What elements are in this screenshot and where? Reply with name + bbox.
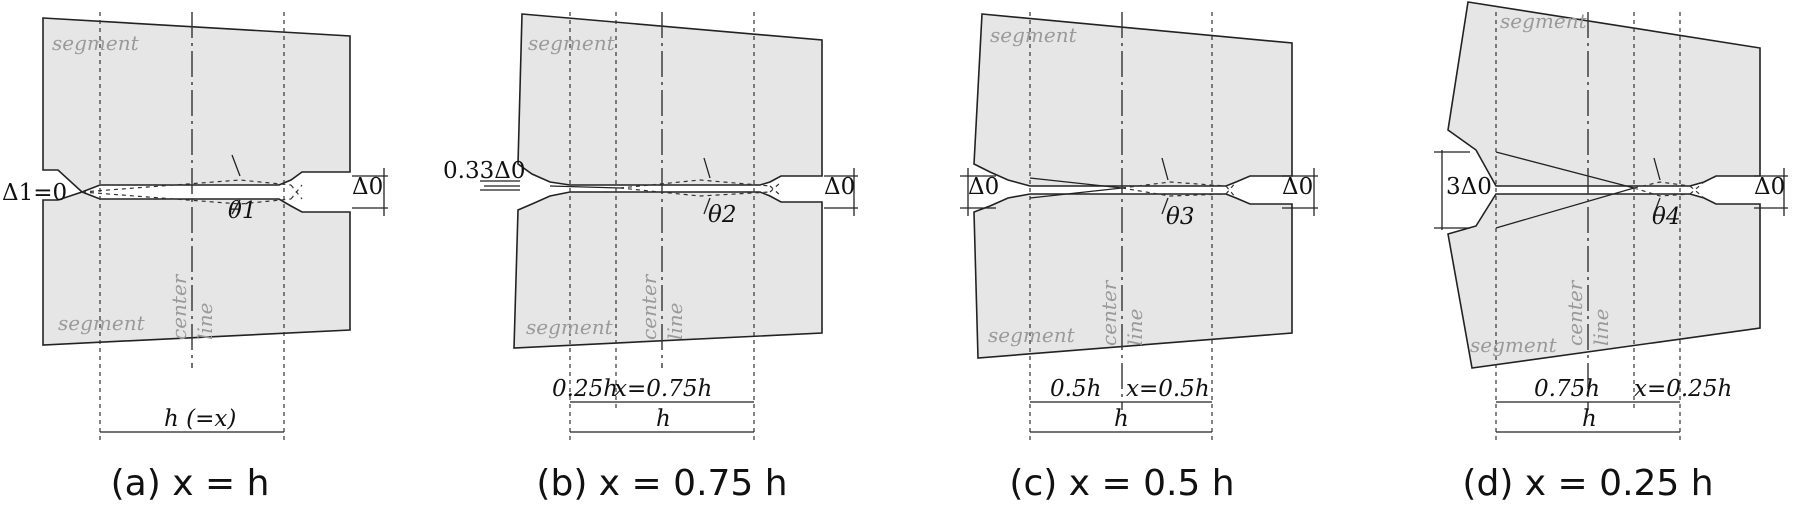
label-left-opening: 3Δ0 [1446,174,1492,200]
label-dim-right: x=0.25h [1634,376,1732,402]
lower-segment [513,191,823,349]
label-left-opening: 0.33Δ0 [443,158,525,184]
label-segment-top: segment [990,23,1078,47]
right-opening-marks [352,168,388,216]
right-opening-marks [1754,168,1788,216]
crack-tip-lines [1495,151,1635,229]
label-segment-bottom: segment [988,323,1076,347]
caption-a: (a) x = h [110,463,270,504]
crack-lines [1121,181,1237,199]
crack-tip-line [549,185,621,189]
label-dim-total: h [1114,406,1129,432]
label-segment-bottom: segment [1470,333,1558,357]
upper-segment [42,17,351,193]
upper-segment [1447,1,1761,187]
label-center: center [1097,279,1121,346]
label-segment-top: segment [1500,9,1588,33]
right-opening-marks [1282,168,1318,216]
upper-segment [517,13,823,186]
label-left-opening: Δ1=0 [2,180,67,206]
panel-a: segment segment center line Δ1=0 Δ0 θ1 h… [2,12,388,440]
label-rotation: θ1 [228,198,256,224]
label-line: line [663,302,687,340]
right-opening-marks [824,168,858,216]
label-dim-left: 0.5h [1050,376,1101,402]
panel-b: segment segment center line 0.33Δ0 Δ0 θ2… [443,12,858,440]
label-line: line [1589,308,1613,346]
label-dim-total: h (=x) [164,406,236,432]
label-center: center [167,273,191,340]
label-center: center [637,273,661,340]
crack-lines [1633,181,1705,199]
label-segment-top: segment [52,31,140,55]
label-line: line [193,302,217,340]
label-dim-right: x=0.75h [614,376,712,402]
label-right-opening: Δ0 [1754,174,1785,200]
label-right-opening: Δ0 [824,174,855,200]
label-segment-top: segment [528,31,616,55]
panel-d: segment segment center line 3Δ0 Δ0 θ4 0.… [1434,1,1788,440]
label-dim-left: 0.75h [1534,376,1600,402]
label-segment-bottom: segment [526,315,614,339]
label-right-opening: Δ0 [352,174,383,200]
rotation-arrows [703,157,711,215]
label-rotation: θ2 [708,202,736,228]
panel-c: segment segment center line Δ0 Δ0 θ3 0.5… [960,12,1318,440]
lower-segment [1447,193,1761,369]
caption-c: (c) x = 0.5 h [1009,463,1235,504]
lower-segment [42,191,351,346]
label-rotation: θ3 [1166,204,1194,230]
rotation-arrows [1161,157,1169,215]
label-center: center [1563,279,1587,346]
label-segment-bottom: segment [58,311,146,335]
label-dim-right: x=0.5h [1126,376,1210,402]
label-dim-total: h [1582,406,1597,432]
label-line: line [1123,308,1147,346]
crack-lines [619,179,782,197]
left-opening-marks [1434,150,1470,230]
label-right-opening: Δ0 [1282,174,1313,200]
left-opening-marks [960,168,996,216]
label-dim-left: 0.25h [552,376,618,402]
label-left-opening: Δ0 [968,174,999,200]
label-dim-total: h [656,406,671,432]
caption-b: (b) x = 0.75 h [536,463,788,504]
crack-tip-lines [1029,177,1123,199]
caption-d: (d) x = 0.25 h [1462,463,1714,504]
left-opening-marks [480,180,520,191]
rotation-arrows [1653,157,1661,215]
rotation-arrows [231,154,241,215]
